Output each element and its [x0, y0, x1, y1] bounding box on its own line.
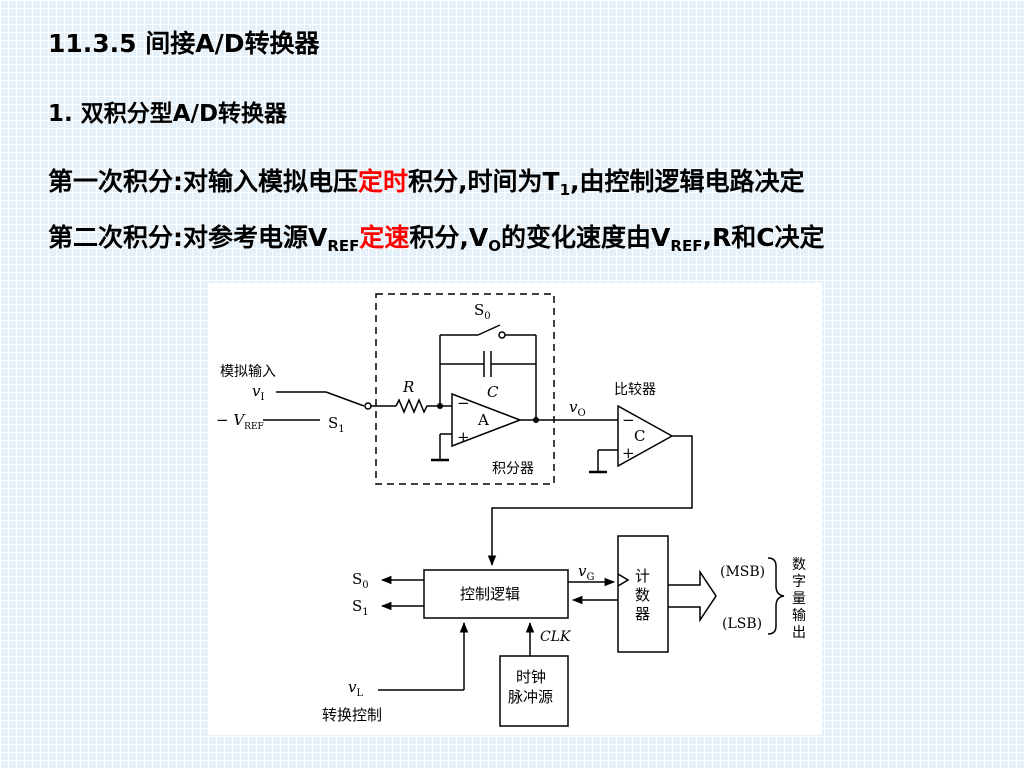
vo-label: vO [569, 398, 586, 419]
s1-label: S1 [328, 414, 345, 435]
comparator-minus-label: − [622, 411, 635, 429]
circuit-diagram: S0 C 模拟输入 vI − VREF S1 R − + A 积分器 vO 比较… [216, 293, 806, 727]
comparator-title: 比较器 [614, 382, 656, 398]
vref-label: − VREF [216, 411, 264, 432]
line2-text-c: 的变化速度由V [501, 223, 671, 252]
resistor-icon [395, 398, 452, 414]
comparator-output-wire [487, 435, 693, 567]
line1-subscript: 1 [559, 181, 571, 199]
subtitle: 1. 双积分型A/D转换器 [48, 101, 288, 127]
counter-clock-mark [617, 573, 630, 587]
output-brace [767, 557, 785, 635]
capacitor-label: C [487, 383, 499, 401]
counter-box [617, 535, 669, 653]
clk-label: CLK [540, 629, 572, 645]
line1-highlight: 定时 [358, 167, 409, 196]
comparator-symbol [617, 404, 674, 468]
line1-text-a: 第一次积分:对输入模拟电压 [48, 167, 358, 196]
resistor-label: R [402, 378, 414, 396]
line2-text-a: 第二次积分:对参考电源V [48, 223, 328, 252]
counter-label-1: 计 [635, 567, 650, 585]
line1-text-b: 积分,时间为T [408, 167, 560, 196]
switch-s1-blade [325, 391, 365, 407]
line2-highlight: 定速 [359, 223, 410, 252]
switch-s1-contact [364, 402, 372, 410]
line2-text-d: ,R和C决定 [702, 223, 825, 252]
counter-label-3: 器 [635, 605, 650, 623]
comparator-plus-label: + [622, 444, 635, 462]
digital-output-4: 输 [792, 608, 806, 624]
lsb-label: (LSB) [722, 616, 762, 632]
vl-label: vL [348, 678, 363, 699]
counter-label-2: 数 [635, 586, 650, 604]
opamp-a-label: A [477, 411, 489, 429]
out-s0-label: S0 [352, 570, 369, 591]
digital-output-1: 数 [792, 557, 806, 573]
second-integration-line: 第二次积分:对参考电源VREF定速积分,VO的变化速度由VREF,R和C决定 [48, 218, 825, 254]
switch-s0-contact [498, 331, 506, 339]
vi-label: vI [252, 382, 264, 403]
opamp-a-symbol [451, 392, 523, 448]
out-s1-label: S1 [352, 597, 369, 618]
analog-input-label: 模拟输入 [220, 364, 276, 380]
digital-output-2: 字 [792, 574, 806, 590]
s0-label: S0 [474, 301, 491, 322]
digital-output-5: 出 [792, 625, 806, 641]
circuit-figure: S0 C 模拟输入 vI − VREF S1 R − + A 积分器 vO 比较… [208, 283, 822, 735]
msb-label: (MSB) [720, 564, 765, 580]
clock-label-1: 时钟 [516, 668, 546, 686]
junction-dot [437, 403, 443, 409]
comparator-c-label: C [634, 427, 645, 445]
clock-box [499, 655, 569, 727]
switch-s0-blade [477, 324, 501, 336]
integrator-label: 积分器 [492, 461, 534, 477]
conversion-control-label: 转换控制 [322, 706, 382, 724]
digital-output-arrow [668, 569, 717, 623]
opamp-minus-label: − [457, 394, 470, 412]
control-logic-label: 控制逻辑 [460, 585, 520, 603]
integrator-boundary [375, 293, 555, 485]
line2-subscript-o: O [488, 237, 502, 255]
first-integration-line: 第一次积分:对输入模拟电压定时积分,时间为T1,由控制逻辑电路决定 [48, 162, 805, 198]
clock-label-2: 脉冲源 [508, 688, 553, 706]
control-logic-box [423, 569, 569, 619]
line2-subscript-ref: REF [327, 237, 360, 255]
line2-subscript-ref2: REF [670, 237, 703, 255]
section-title: 11.3.5 间接A/D转换器 [48, 29, 320, 58]
line1-text-c: ,由控制逻辑电路决定 [570, 167, 805, 196]
opamp-plus-label: + [457, 428, 470, 446]
vg-label: vG [578, 562, 594, 583]
junction-dot [533, 417, 539, 423]
digital-output-3: 量 [792, 591, 806, 607]
line2-text-b: 积分,V [409, 223, 489, 252]
